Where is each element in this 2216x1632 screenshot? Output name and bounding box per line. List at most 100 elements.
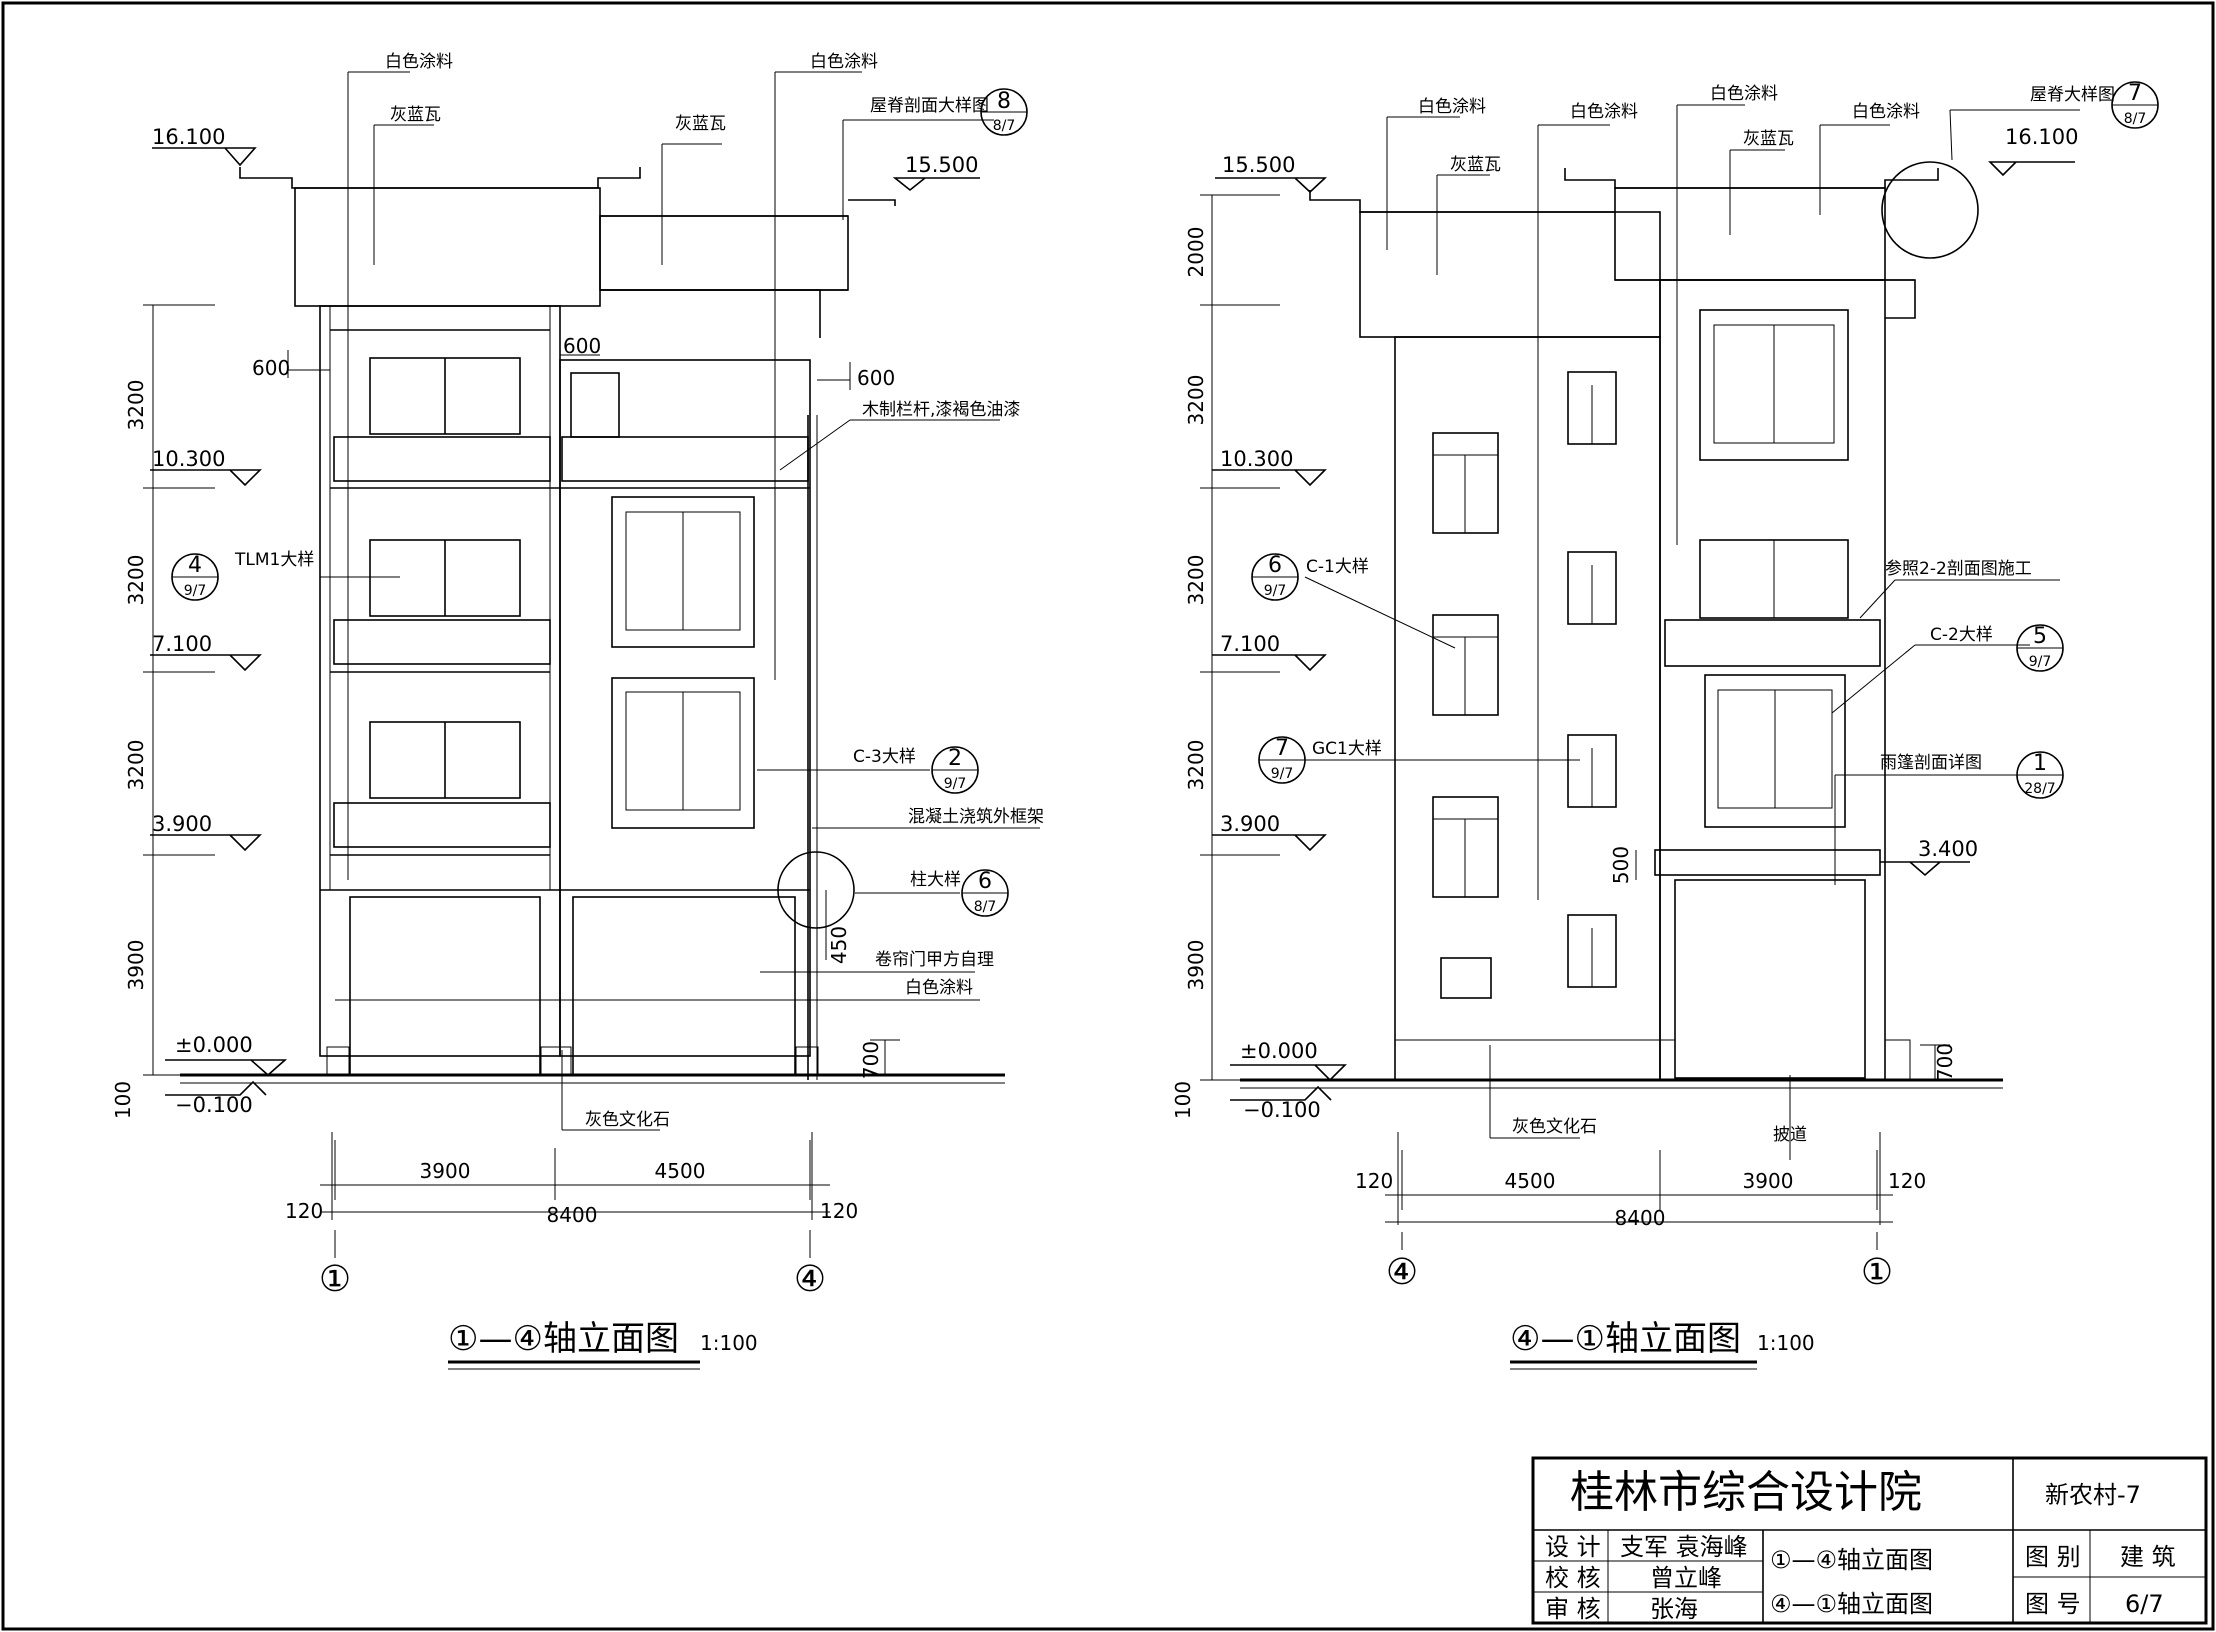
dim-side-120: 120: [820, 1199, 858, 1223]
dim-600: 600: [563, 334, 601, 358]
label-white-paint: 白色涂料: [1570, 102, 1638, 122]
label-white-paint: 白色涂料: [810, 52, 878, 72]
drawing-name-1: ①—④轴立面图: [1770, 1546, 1933, 1574]
window-c3: [611, 496, 755, 829]
dim-height-3900: 3900: [1184, 940, 1208, 991]
dim-span-4500: 4500: [655, 1159, 706, 1183]
dim-height-3200: 3200: [124, 380, 148, 431]
elevation-markers-left: [150, 147, 980, 1096]
svg-text:1: 1: [2033, 751, 2047, 776]
window-gc1: [1567, 371, 1617, 988]
label-gray-blue-tile: 灰蓝瓦: [390, 105, 441, 125]
svg-text:8: 8: [997, 89, 1011, 114]
left-bay: [1394, 336, 1661, 1081]
names-design: 支军 袁海峰: [1620, 1533, 1748, 1561]
detail-ref-7: 7 9/7: [1258, 736, 1306, 784]
drawing-name-2: ④—①轴立面图: [1770, 1590, 1933, 1618]
svg-text:6: 6: [1268, 553, 1282, 578]
label-section-ref: 参照2-2剖面图施工: [1885, 559, 2032, 579]
elev-10300: 10.300: [152, 447, 225, 471]
rolling-shutter: [572, 896, 796, 1076]
dim-height-100: 100: [111, 1081, 135, 1119]
right-view-scale: 1:100: [1757, 1331, 1815, 1355]
label-gray-stone: 灰色文化石: [1512, 1117, 1597, 1137]
label-column-detail: 柱大样: [910, 870, 961, 890]
dim-450: 450: [827, 926, 851, 964]
dim-700: 700: [859, 1041, 883, 1079]
rolling-shutter: [349, 896, 541, 1076]
label-shutter: 卷帘门甲方自理: [875, 950, 994, 970]
label-white-paint: 白色涂料: [1710, 84, 1778, 104]
svg-text:5: 5: [2033, 624, 2047, 649]
role-check: 校 核: [1545, 1564, 1601, 1592]
left-view-scale: 1:100: [700, 1331, 758, 1355]
svg-text:9/7: 9/7: [944, 776, 967, 792]
svg-text:9/7: 9/7: [184, 583, 207, 599]
dim-side-120: 120: [1888, 1169, 1926, 1193]
window-c2: [1699, 309, 1849, 828]
balcony-railing: [561, 436, 809, 482]
dim-span-3900: 3900: [420, 1159, 471, 1183]
svg-text:28/7: 28/7: [2024, 781, 2055, 797]
detail-ref-1: 1 28/7: [2016, 751, 2064, 799]
label-ridge-section: 屋脊剖面大样图: [870, 96, 989, 116]
label-white-paint: 白色涂料: [385, 52, 453, 72]
elev-16100: 16.100: [152, 125, 225, 149]
elev-7100: 7.100: [1220, 632, 1280, 656]
role-review: 审 核: [1545, 1595, 1601, 1623]
svg-text:8/7: 8/7: [974, 899, 997, 915]
detail-ref-8: 8 8/7: [980, 88, 1028, 136]
label-white-paint: 白色涂料: [1418, 97, 1486, 117]
role-design: 设 计: [1545, 1533, 1601, 1561]
svg-text:4: 4: [188, 553, 202, 578]
elev-15500: 15.500: [905, 153, 978, 177]
dim-height-3200: 3200: [1184, 375, 1208, 426]
rolling-shutter: [1674, 879, 1866, 1079]
horizontal-dimension-left: [320, 1132, 830, 1220]
svg-text:2: 2: [948, 746, 962, 771]
axis-bubble-1: ①: [1861, 1252, 1893, 1293]
vertical-dimension-right: [1200, 194, 1280, 1081]
label-gray-blue-tile: 灰蓝瓦: [1743, 129, 1794, 149]
dim-height-3200: 3200: [124, 555, 148, 606]
detail-ref-7: 7 8/7: [2111, 81, 2159, 129]
elev-10300: 10.300: [1220, 447, 1293, 471]
label-white-paint: 白色涂料: [905, 978, 973, 998]
category-label: 图 别: [2025, 1543, 2081, 1571]
roof-eave-lower: [1309, 190, 1615, 213]
dim-height-3900: 3900: [124, 940, 148, 991]
elev-16100: 16.100: [2005, 125, 2078, 149]
label-gray-blue-tile: 灰蓝瓦: [1450, 155, 1501, 175]
axis-bubble-4: ④: [794, 1259, 826, 1300]
right-elevation: 15.500 16.100 10.300 7.100 3.900 3.400 ±…: [1171, 81, 2159, 1370]
svg-text:9/7: 9/7: [1271, 766, 1294, 782]
names-check: 曾立峰: [1650, 1564, 1722, 1592]
label-gray-blue-tile: 灰蓝瓦: [675, 114, 726, 134]
dim-height-3200: 3200: [1184, 740, 1208, 791]
elev-3900: 3.900: [1220, 812, 1280, 836]
window-tlm1: [369, 357, 521, 799]
stone-base: [1394, 1039, 1676, 1081]
dim-700: 700: [1933, 1043, 1957, 1081]
title-block: 桂林市综合设计院 新农村-7 设 计 支军 袁海峰 校 核 曾立峰 审 核 张海…: [1531, 1456, 2208, 1625]
label-c1-detail: C-1大样: [1306, 557, 1369, 577]
label-concrete-frame: 混凝土浇筑外框架: [908, 807, 1044, 827]
detail-ref-2: 2 9/7: [931, 746, 979, 794]
vertical-dimension-left: [143, 304, 215, 1076]
left-view-title: ①—④轴立面图: [448, 1319, 679, 1359]
svg-text:9/7: 9/7: [2029, 654, 2052, 670]
horizontal-dimension-right: [1385, 1132, 1893, 1225]
dim-side-120: 120: [1355, 1169, 1393, 1193]
svg-text:8/7: 8/7: [2124, 111, 2147, 127]
balcony-railing: [333, 619, 551, 665]
detail-circle: [1881, 161, 1979, 259]
balcony-railing: [1664, 619, 1881, 667]
names-review: 张海: [1650, 1595, 1698, 1623]
label-c2-detail: C-2大样: [1930, 625, 1993, 645]
label-ridge-detail: 屋脊大样图: [2030, 85, 2115, 105]
number-label: 图 号: [2025, 1590, 2081, 1618]
left-bay: [319, 305, 561, 1057]
dim-height-100: 100: [1171, 1081, 1195, 1119]
